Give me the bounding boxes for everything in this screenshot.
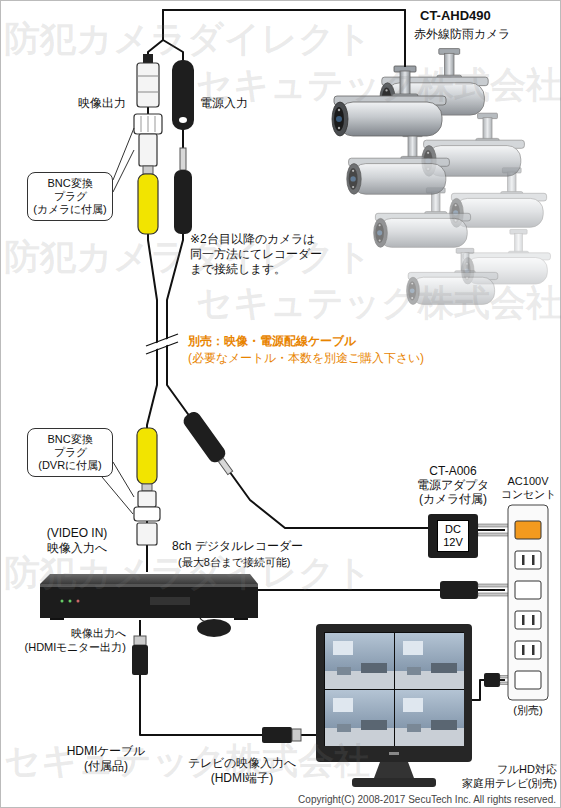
recorder-led	[77, 600, 80, 603]
cable-note: (必要なメートル・本数を別途ご購入下さい)	[188, 351, 424, 366]
socket-slit	[522, 645, 525, 655]
socket	[515, 611, 541, 629]
recorder-foot	[234, 618, 248, 620]
port-label: 映像出力	[78, 96, 126, 111]
break-mark	[146, 342, 178, 354]
recorder-led	[69, 600, 72, 603]
bnc-adapter	[134, 507, 160, 521]
recorder-led	[61, 600, 64, 603]
leader-line	[102, 477, 133, 514]
recorder-display	[150, 597, 190, 605]
cable-connector	[140, 620, 316, 735]
screen-view	[395, 633, 464, 689]
product-name: 赤外線防雨カメラ	[414, 26, 510, 42]
dc-jack	[172, 60, 194, 130]
bnc-ridge	[137, 76, 159, 77]
dc-plug	[174, 170, 192, 234]
screen-view	[325, 690, 394, 746]
screen-view	[325, 633, 394, 689]
socket-slit	[532, 555, 535, 565]
dc-pin	[218, 458, 232, 474]
socket-slit	[522, 615, 525, 625]
bnc-female	[137, 63, 159, 107]
bnc-ridge	[137, 92, 159, 93]
leader-line	[113, 462, 134, 497]
bnc-adapter	[134, 114, 162, 134]
bnc-adapter	[138, 491, 156, 507]
socket-slit	[522, 555, 525, 565]
callout-text: BNC変換 プラグ (DVRに付属)	[31, 433, 109, 472]
cable-note: 別売：映像・電源配線ケーブル	[188, 334, 356, 349]
tv-stand	[374, 762, 414, 778]
camera-illustration	[347, 131, 450, 194]
dc-jack-hole	[179, 117, 187, 123]
voltage-label: DC 12V	[437, 520, 469, 552]
bnc-knurl	[141, 116, 142, 132]
tv-logo	[389, 752, 399, 755]
socket	[515, 641, 541, 659]
socket-slit	[532, 615, 535, 625]
socket	[515, 521, 541, 539]
leader-line	[113, 128, 134, 180]
copyright: Copyright(C) 2008-2017 SecuTech Inc. All…	[196, 794, 556, 805]
recorder-label: 8ch デジタルレコーダー	[172, 539, 303, 553]
plug-callout: BNC変換 プラグ (DVRに付属)	[27, 428, 113, 477]
leader-line	[113, 150, 134, 192]
tv-label: フルHD対応 家庭用テレビ(別売)	[456, 762, 557, 790]
camera-illustration	[374, 188, 471, 248]
socket-slit	[532, 645, 535, 655]
power-adapter: CT-A006 電源アダプタ (カメラ付属)DC 12V	[428, 514, 478, 558]
model-name: CT-AHD490	[420, 8, 491, 24]
sold-separately: (別売)	[505, 703, 551, 717]
plug-callout: BNC変換 プラグ (カメラに付属)	[27, 172, 113, 221]
hdmi-tip	[134, 636, 146, 645]
hdmi-plug	[132, 645, 148, 675]
rca-plug	[137, 428, 157, 484]
rca-tip	[142, 484, 152, 491]
cable-connector	[478, 529, 505, 531]
socket	[515, 581, 541, 599]
port-label: 映像出力へ (HDMIモニター出力)	[4, 626, 126, 654]
watermark: セキュテック株式会社	[196, 64, 561, 106]
outlet-label: AC100V コンセント	[499, 475, 557, 501]
break-gap	[146, 335, 178, 353]
mains-plug	[440, 581, 478, 599]
adapter-label: CT-A006 電源アダプタ (カメラ付属)	[410, 464, 496, 506]
power-outlet: AC100V コンセント(別売)	[505, 503, 551, 703]
cable-label: HDMIケーブル (付属品)	[60, 744, 152, 774]
mains-plug	[484, 673, 500, 687]
dc-pin	[180, 148, 186, 170]
callout-text: BNC変換 プラグ (カメラに付属)	[31, 177, 109, 216]
watermark: 防犯カメラダイレクト	[4, 552, 372, 594]
screen-view	[395, 690, 464, 746]
rca-plug	[138, 174, 158, 234]
tv-screen	[324, 632, 464, 746]
socket	[515, 551, 541, 569]
bnc-knurl	[148, 116, 149, 132]
mouse	[197, 619, 231, 637]
dc-plug-body	[181, 409, 228, 465]
watermark: 防犯カメラダイレクト	[4, 18, 372, 60]
bnc-input	[137, 523, 157, 545]
power-strip	[508, 505, 548, 700]
port-label: (VIDEO IN) 映像入力へ	[36, 526, 118, 556]
watermark: セキュテック株式会社	[196, 282, 561, 324]
dc-plug	[181, 409, 238, 478]
watermark: 防犯カメラダイレクト	[4, 236, 372, 278]
recorder-foot	[50, 618, 64, 620]
watermark: セキュテック株式会社	[4, 740, 370, 782]
bnc-adapter	[139, 134, 157, 166]
bnc-knurl	[155, 116, 156, 132]
socket	[515, 671, 541, 689]
hdmi-tip	[292, 729, 301, 741]
rca-tip	[143, 166, 153, 174]
